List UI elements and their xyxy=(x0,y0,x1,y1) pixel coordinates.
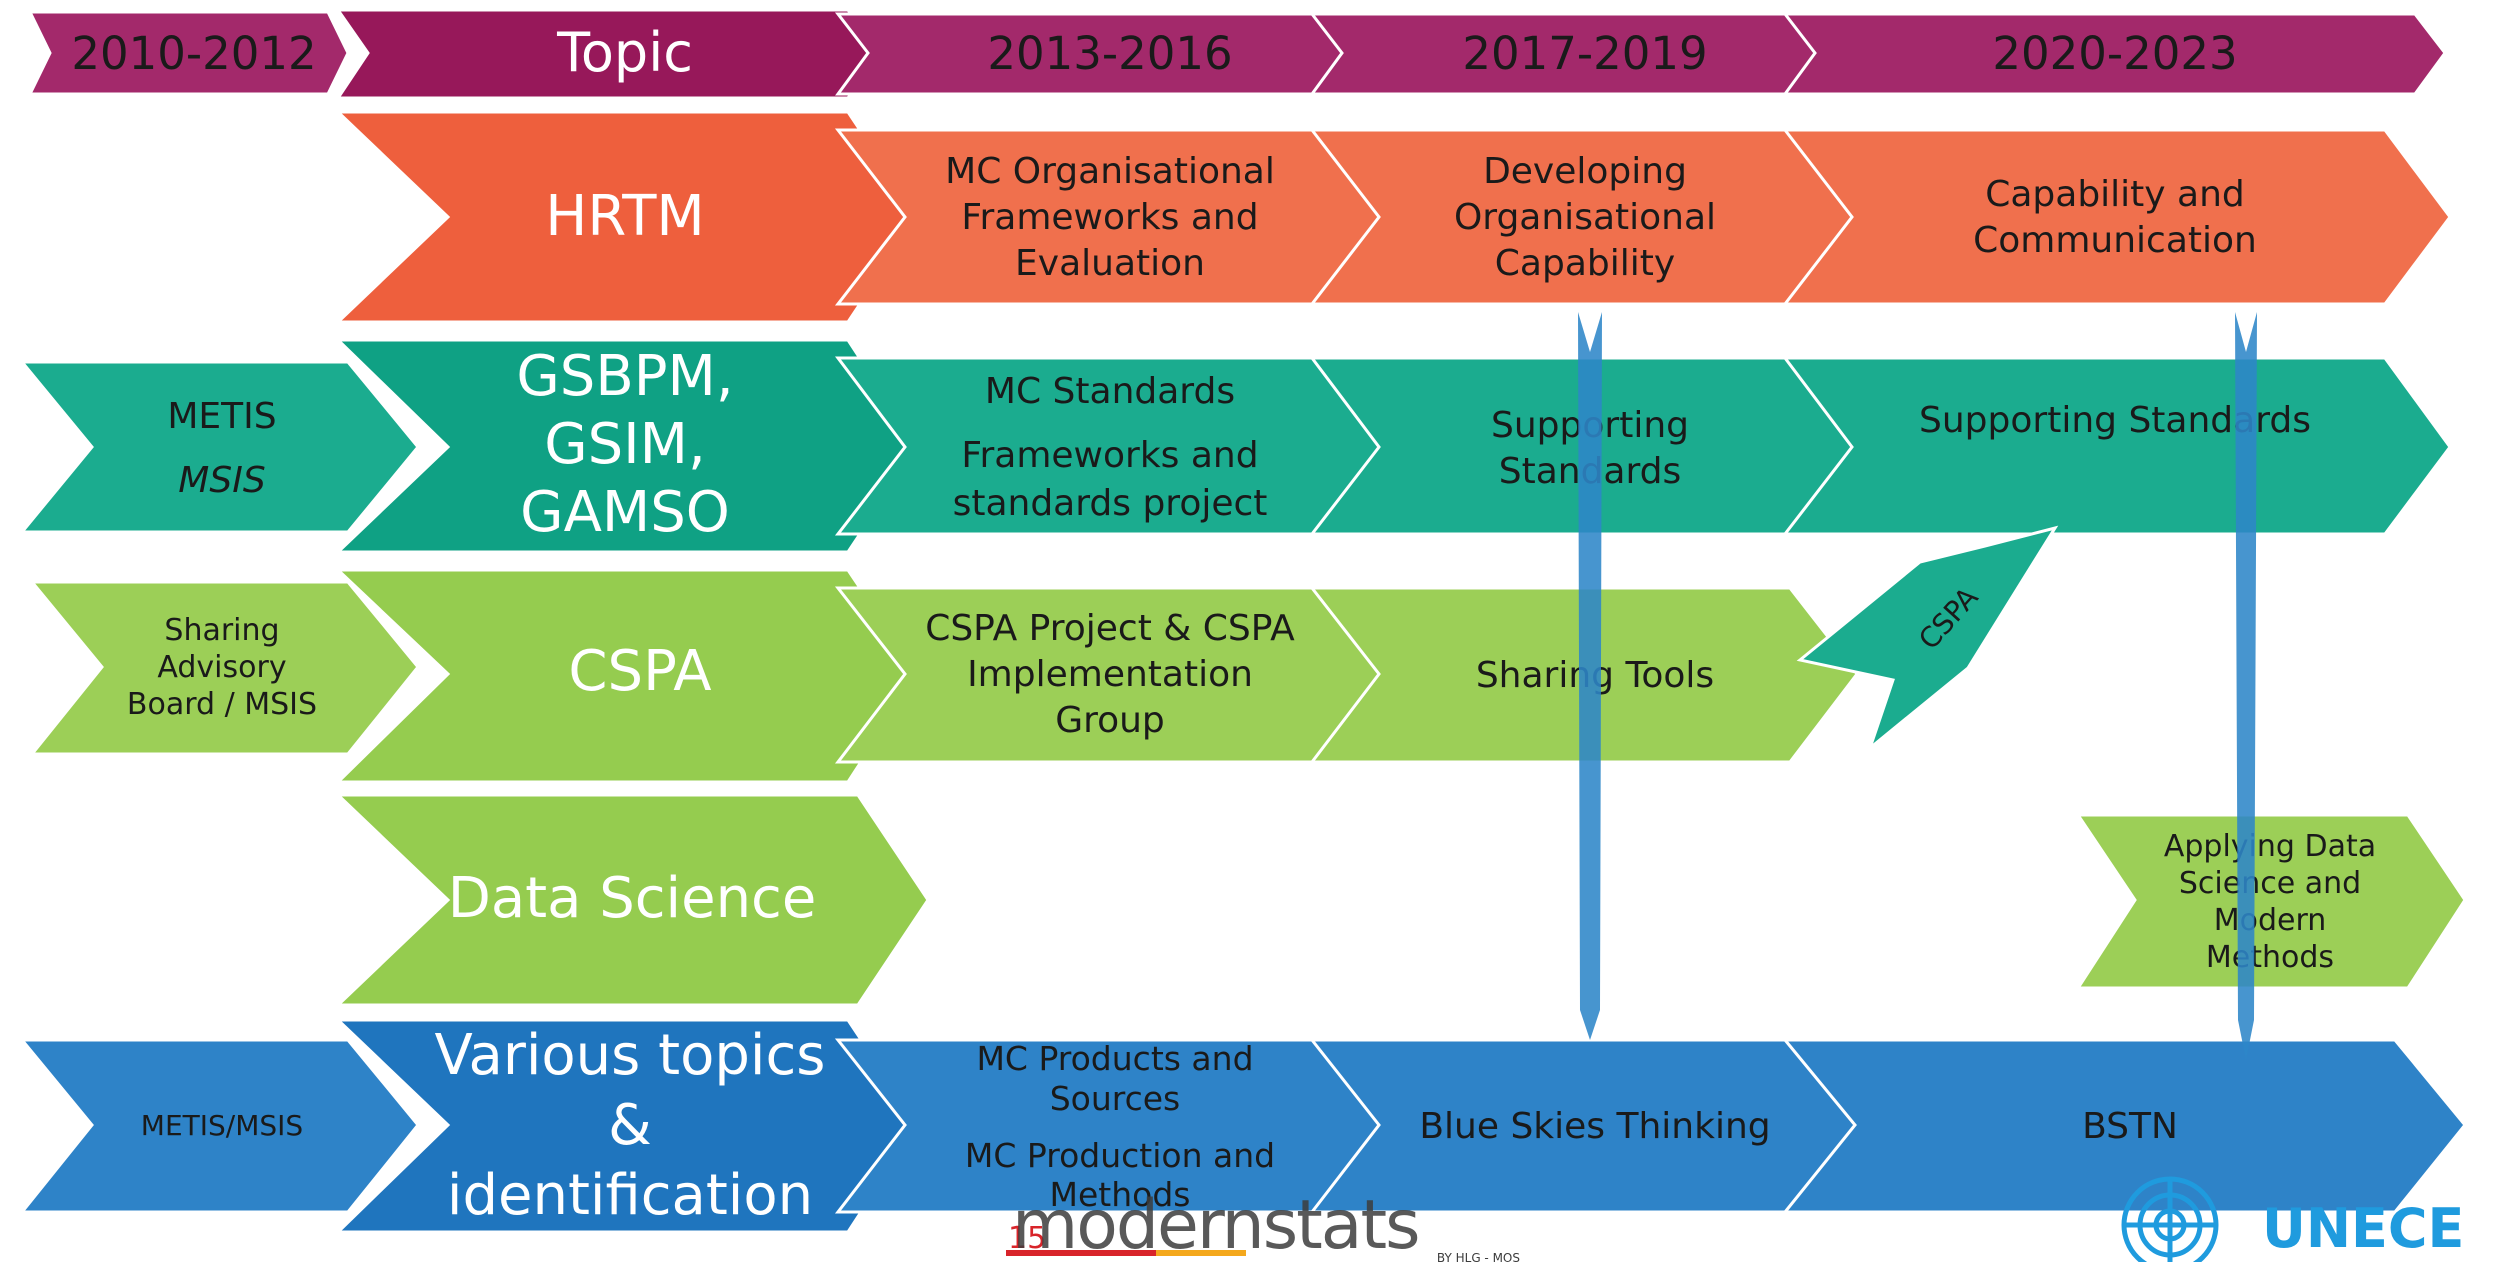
blue-topic-line: & xyxy=(608,1093,652,1158)
hrtm-p2-line: Evaluation xyxy=(1015,243,1205,284)
data-science-topic-chevron xyxy=(334,793,930,1007)
header-chevron-topic xyxy=(335,8,880,100)
header-topic-label: Topic xyxy=(556,21,693,84)
modernstats-wordmark: modernstats xyxy=(1012,1186,1419,1262)
header-chevron-2010-2012 xyxy=(27,10,350,96)
cspa-p2-line: Group xyxy=(1055,700,1165,741)
row-data-science: Data Science Applying Data Science and M… xyxy=(334,793,2467,1007)
standards-topic-line: GSIM, xyxy=(544,412,706,477)
modernstats-underline-yellow xyxy=(1156,1250,1246,1256)
data-science-topic-label: Data Science xyxy=(448,866,817,931)
unece-logo: UNECE xyxy=(2121,1176,2464,1262)
standards-topic-chevron xyxy=(334,338,920,554)
cspa-branch-arrow xyxy=(1796,525,2059,753)
un-emblem-icon xyxy=(2121,1176,2219,1262)
hrtm-p3-line: Organisational xyxy=(1454,197,1716,238)
blue-p1-label: METIS/MSIS xyxy=(141,1109,303,1142)
hrtm-2020-2023-chevron xyxy=(1781,128,2452,306)
data-science-p4-line: Applying Data xyxy=(2164,829,2376,864)
hrtm-p4-line: Capability and xyxy=(1985,174,2245,215)
connector-2017-2019 xyxy=(1578,312,1602,1040)
cspa-p1-line: Advisory xyxy=(157,650,286,685)
hrtm-p2-line: Frameworks and xyxy=(961,197,1258,238)
hrtm-2017-2019-text: Developing Organisational Capability xyxy=(1454,151,1716,284)
header-row: 2010-2012 Topic 2013-2016 2017-2019 2020… xyxy=(27,8,2447,100)
standards-p2-line: Frameworks and xyxy=(961,435,1258,476)
data-science-p4-line: Science and xyxy=(2179,866,2361,901)
hrtm-topic-chevron xyxy=(334,110,920,324)
standards-topic-text: GSBPM, GSIM, GAMSO xyxy=(516,344,733,545)
standards-p2-line: standards project xyxy=(953,483,1268,524)
standards-p1-metis: METIS xyxy=(167,396,276,437)
standards-p2-title: MC Standards xyxy=(985,371,1235,412)
blue-topic-line: Various topics xyxy=(435,1023,826,1088)
header-period-4: 2020-2023 xyxy=(1992,27,2237,80)
standards-topic-line: GSBPM, xyxy=(516,344,733,409)
blue-p2-line: MC Products and xyxy=(976,1039,1253,1078)
cspa-p1-line: Sharing xyxy=(164,613,279,648)
blue-p2-line: Sources xyxy=(1050,1079,1181,1118)
data-science-p4-text: Applying Data Science and Modern Methods xyxy=(2164,829,2376,975)
modernstats-by: BY HLG - MOS xyxy=(1437,1251,1520,1262)
cspa-p2-line: Implementation xyxy=(967,654,1253,695)
cspa-topic-label: CSPA xyxy=(568,639,711,704)
hrtm-p2-line: MC Organisational xyxy=(945,151,1275,192)
cspa-2013-2016-text: CSPA Project & CSPA Implementation Group xyxy=(925,608,1295,741)
vertical-connectors xyxy=(1578,312,2257,1060)
blue-2020-2023-chevron xyxy=(1781,1038,2467,1214)
header-chevron-2020-2023 xyxy=(1781,12,2447,96)
standards-2013-2016-text: MC Standards Frameworks and standards pr… xyxy=(953,371,1268,524)
standards-topic-line: GAMSO xyxy=(520,480,730,545)
blue-topic-text: Various topics & identification xyxy=(435,1023,826,1228)
cspa-p1-line: Board / MSIS xyxy=(127,687,317,722)
row-cspa: Sharing Advisory Board / MSIS CSPA CSPA … xyxy=(28,525,2059,784)
hrtm-2020-2023-text: Capability and Communication xyxy=(1973,174,2257,261)
header-period-2: 2013-2016 xyxy=(987,27,1232,80)
blue-2013-2016-text: MC Products and Sources MC Production an… xyxy=(965,1039,1275,1214)
unece-wordmark: UNECE xyxy=(2262,1197,2464,1260)
blue-p4-label: BSTN xyxy=(2082,1106,2178,1147)
blue-2010-2012-chevron xyxy=(18,1038,420,1214)
hrtm-2013-2016-text: MC Organisational Frameworks and Evaluat… xyxy=(945,151,1275,284)
header-period-3: 2017-2019 xyxy=(1462,27,1707,80)
data-science-p4-line: Modern xyxy=(2214,903,2327,938)
row-hrtm: HRTM MC Organisational Frameworks and Ev… xyxy=(334,110,2452,324)
cspa-p2-line: CSPA Project & CSPA xyxy=(925,608,1295,649)
standards-2010-2012-chevron xyxy=(18,360,420,534)
blue-topic-line: identification xyxy=(447,1163,813,1228)
blue-p3-label: Blue Skies Thinking xyxy=(1419,1106,1770,1147)
hrtm-p4-line: Communication xyxy=(1973,220,2257,261)
standards-2020-2023-chevron xyxy=(1781,356,2452,536)
hrtm-p3-line: Capability xyxy=(1495,243,1675,284)
data-science-p4-line: Methods xyxy=(2206,940,2334,975)
blue-p2-line: Methods xyxy=(1050,1175,1191,1214)
cspa-topic-chevron xyxy=(334,568,920,784)
standards-p1-msis: MSIS xyxy=(178,460,265,501)
modernstats-underline-red xyxy=(1006,1250,1156,1256)
hrtm-topic-label: HRTM xyxy=(545,184,704,249)
header-period-1: 2010-2012 xyxy=(71,27,316,80)
modernstats-logo: 15 modernstats BY HLG - MOS xyxy=(1006,1186,1520,1262)
connector-2020-2023 xyxy=(2235,312,2257,1060)
blue-p2-line: MC Production and xyxy=(965,1136,1275,1175)
hrtm-p3-line: Developing xyxy=(1483,151,1687,192)
row-various-topics: METIS/MSIS Various topics & identificati… xyxy=(18,1018,2467,1234)
data-science-2020-2023-chevron xyxy=(2075,813,2467,990)
blue-topic-chevron xyxy=(334,1018,920,1234)
cspa-2010-2012-chevron xyxy=(28,580,420,756)
row-standards: METIS MSIS GSBPM, GSIM, GAMSO MC Standar… xyxy=(18,338,2452,554)
cspa-2010-2012-text: Sharing Advisory Board / MSIS xyxy=(127,613,317,722)
